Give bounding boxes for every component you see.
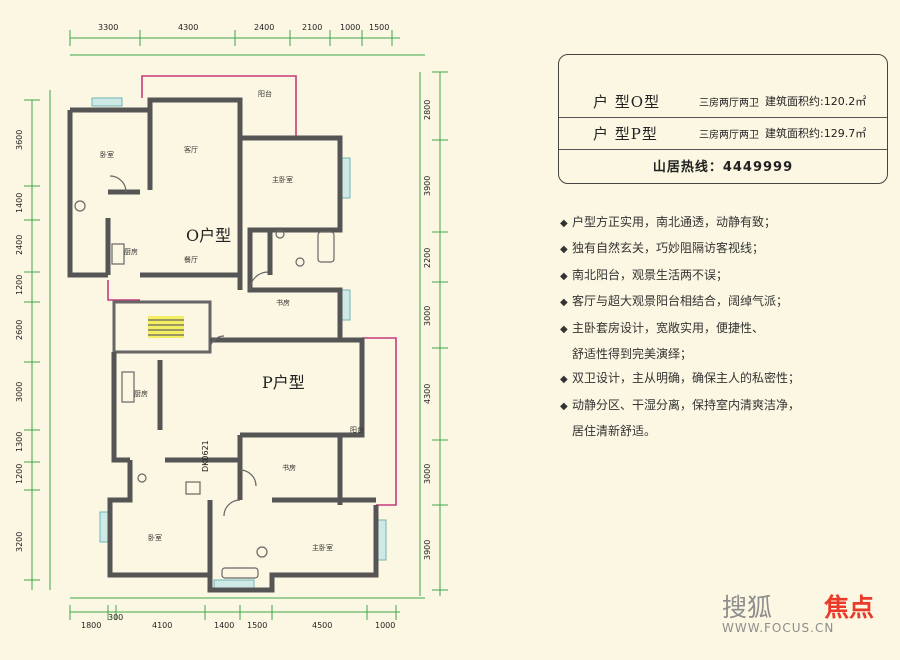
left-dim-2: 1400 (15, 193, 24, 213)
diamond-bullet-icon: ◆ (560, 323, 568, 335)
bottom-dim-2: 300 (108, 613, 123, 622)
left-dim-9: 3200 (15, 532, 24, 552)
feature-list: ◆ 户型方正实用，南北通透，动静有致； ◆ 独有自然玄关，巧妙阻隔访客视线； ◆ 南北… (560, 210, 890, 444)
fixtures (74, 200, 335, 579)
diamond-bullet-icon: ◆ (560, 218, 568, 229)
room-balcony-o: 阳台 (258, 89, 272, 98)
door-swings (109, 175, 269, 517)
right-dim-5: 4300 (423, 384, 432, 404)
feature-text: 客厅与超大观景阳台相结合，阔绰气派； (572, 294, 789, 309)
watermark-url: WWW.FOCUS.CN (722, 621, 835, 635)
info-type-p: 户 型P型 (593, 125, 658, 143)
feature-text: 主卧套房设计，宽敞实用，便捷性、 (572, 320, 765, 335)
room-bedroom-p: 卧室 (148, 533, 162, 542)
balcony-outline (107, 280, 140, 301)
diamond-bullet-icon: ◆ (560, 297, 568, 309)
north-balcony-outline (141, 75, 297, 138)
top-dim-1: 3300 (98, 23, 118, 32)
room-living-o: 客厅 (184, 145, 198, 154)
left-dim-6: 3000 (15, 382, 24, 402)
right-dim-3: 2200 (423, 248, 432, 268)
bottom-dim-7: 1000 (375, 621, 395, 630)
o-unit-walls (67, 97, 343, 340)
unit-o-label: O户型 (186, 226, 231, 245)
left-dim-3: 2400 (15, 235, 24, 255)
room-master-bedroom-p: 主卧室 (312, 543, 333, 552)
feature-item: 舒适性得到完美演绎； (560, 342, 890, 366)
watermark-text-gray: 搜狐 (722, 593, 773, 622)
feature-text: 独有自然玄关，巧妙阻隔访客视线； (572, 241, 765, 256)
room-balcony-p: 阳台 (350, 425, 364, 434)
room-study-o: 书房 (276, 298, 290, 307)
info-row-o: 户 型O型 三房两厅两卫 建筑面积约:120.2㎡ (559, 85, 887, 118)
feature-item: 居住清新舒适。 (560, 419, 890, 443)
top-dim-3: 2400 (254, 23, 274, 32)
feature-text: 双卫设计，主从明确，确保主人的私密性； (572, 371, 801, 386)
right-dim-6: 3000 (423, 464, 432, 484)
bottom-dim-1: 1800 (81, 621, 101, 630)
window (91, 97, 123, 107)
feature-text: 舒适性得到完美演绎； (572, 347, 693, 362)
bottom-dimension-line (69, 597, 425, 620)
right-dim-1: 2800 (423, 100, 432, 120)
unit-info-table: 户 型O型 三房两厅两卫 建筑面积约:120.2㎡ 户 型P型 三房两厅两卫 建… (558, 54, 888, 184)
left-dim-5: 2600 (15, 320, 24, 340)
top-dimension-line (69, 30, 425, 56)
diamond-bullet-icon: ◆ (560, 374, 568, 386)
top-dim-4: 2100 (302, 23, 322, 32)
feature-item: ◆ 动静分区、干湿分离，保持室内清爽洁净， (560, 393, 890, 419)
feature-text: 南北阳台，观景生活两不误； (572, 267, 729, 282)
diamond-bullet-icon: ◆ (560, 270, 568, 282)
right-dim-4: 3000 (423, 306, 432, 326)
stair-code-label: DK0621 (201, 440, 210, 472)
left-dim-8: 1200 (15, 464, 24, 484)
feature-item: ◆ 客厅与超大观景阳台相结合，阔绰气派； (560, 289, 890, 315)
info-layout-o: 三房两厅两卫 (699, 98, 759, 109)
room-dining-o: 餐厅 (184, 255, 198, 264)
top-dim-6: 1500 (369, 23, 389, 32)
room-bedroom-o: 卧室 (100, 150, 114, 159)
east-balcony-outline (362, 337, 397, 506)
diamond-bullet-icon: ◆ (560, 244, 568, 256)
feature-text: 户型方正实用，南北通透，动静有致； (572, 215, 777, 229)
room-kitchen-o: 厨房 (124, 247, 138, 256)
info-layout-p: 三房两厅两卫 (699, 130, 759, 141)
info-type-o: 户 型O型 (593, 93, 661, 111)
left-dim-7: 1300 (15, 432, 24, 452)
bottom-dim-3: 4100 (152, 621, 172, 630)
right-dim-2: 3900 (423, 176, 432, 196)
room-study-p: 书房 (282, 463, 296, 472)
top-dim-2: 4300 (178, 23, 198, 32)
feature-text: 动静分区、干湿分离，保持室内清爽洁净， (572, 397, 801, 412)
feature-item: ◆ 户型方正实用，南北通透，动静有致； (560, 210, 890, 236)
focus-watermark: 搜狐 焦点 WWW.FOCUS.CN (722, 588, 894, 646)
feature-item: ◆ 南北阳台，观景生活两不误； (560, 263, 890, 289)
feature-text: 居住清新舒适。 (572, 424, 657, 439)
right-dim-7: 3900 (423, 540, 432, 560)
left-dimension-line (24, 90, 51, 590)
stair (112, 300, 212, 354)
p-unit-walls (107, 337, 379, 593)
info-row-p: 户 型P型 三房两厅两卫 建筑面积约:129.7㎡ (559, 117, 887, 150)
feature-item: ◆ 主卧套房设计，宽敞实用，便捷性、 (560, 316, 890, 342)
right-dimension-line (419, 71, 448, 596)
window (213, 579, 255, 589)
info-area-p: 建筑面积约:129.7㎡ (765, 127, 867, 140)
room-master-bedroom-o: 主卧室 (272, 175, 293, 184)
top-dim-5: 1000 (340, 23, 360, 32)
left-dim-1: 3600 (15, 130, 24, 150)
diamond-bullet-icon: ◆ (560, 400, 568, 412)
left-dim-4: 1200 (15, 275, 24, 295)
hotline: 山居热线：4449999 (652, 160, 794, 175)
bottom-dim-4: 1400 (214, 621, 234, 630)
unit-p-label: P户型 (262, 373, 305, 392)
bottom-dim-5: 1500 (247, 621, 267, 630)
feature-item: ◆ 独有自然玄关，巧妙阻隔访客视线； (560, 236, 890, 262)
bottom-dim-6: 4500 (312, 621, 332, 630)
feature-item: ◆ 双卫设计，主从明确，确保主人的私密性； (560, 366, 890, 392)
room-kitchen-p: 厨房 (134, 389, 148, 398)
info-area-o: 建筑面积约:120.2㎡ (765, 95, 867, 108)
watermark-text-red: 焦点 (824, 593, 875, 622)
